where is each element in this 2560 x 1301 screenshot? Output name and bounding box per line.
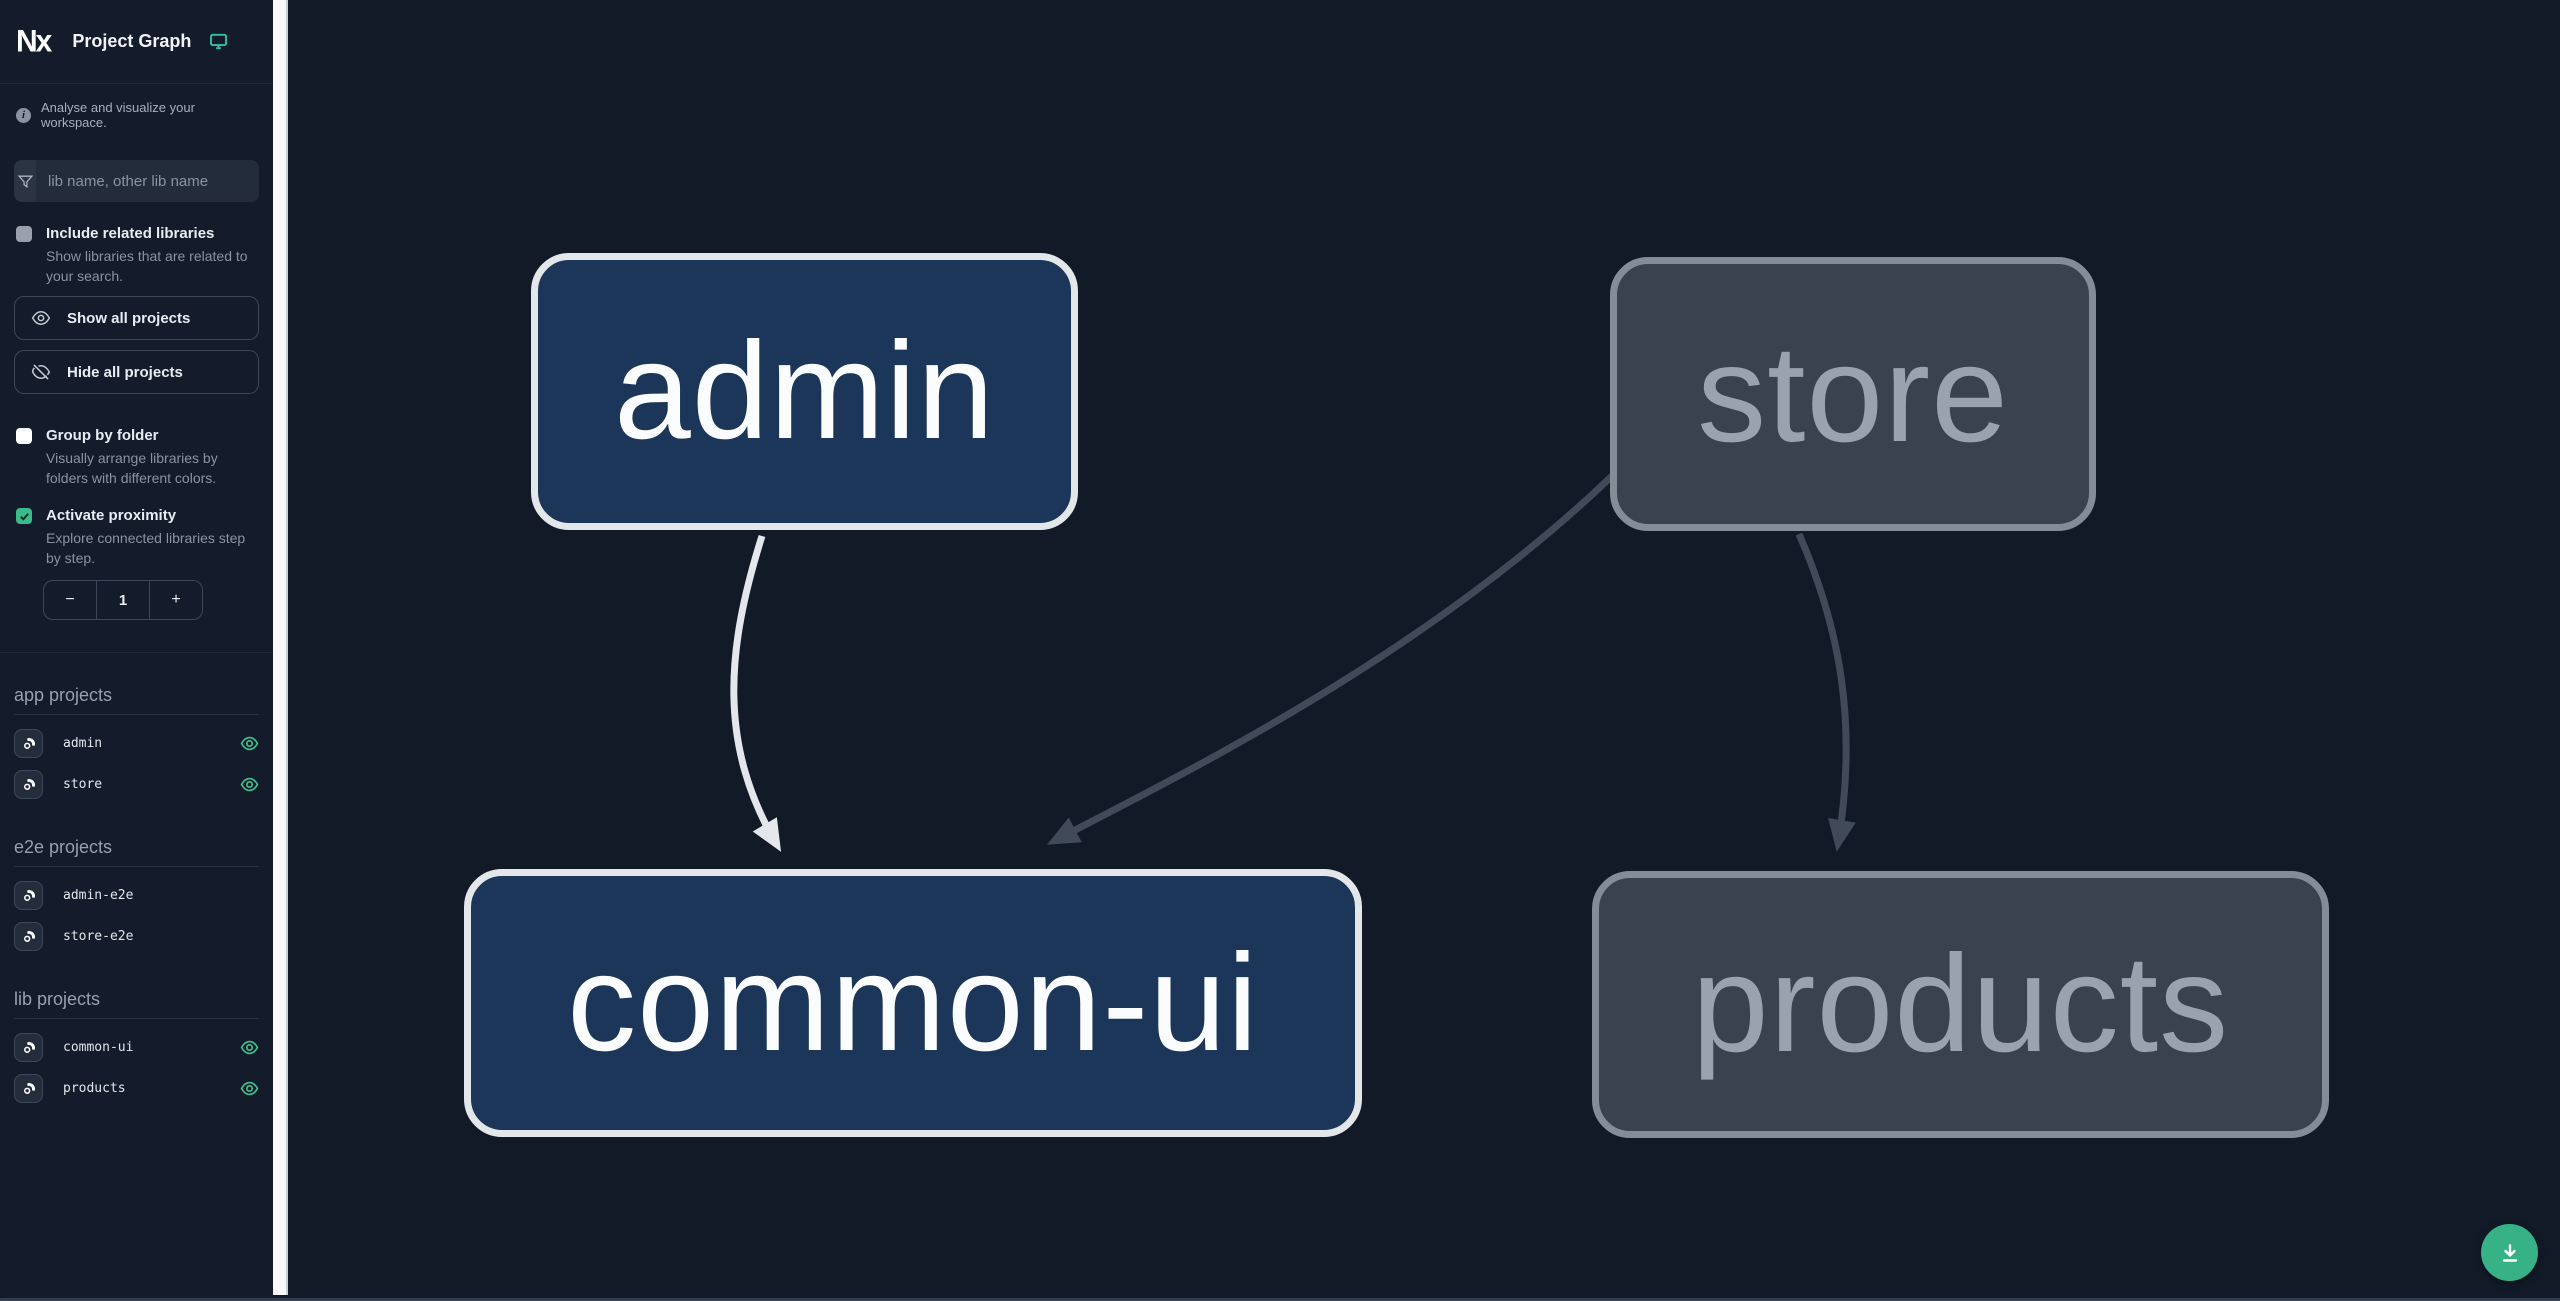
node-label: store	[1697, 316, 2009, 471]
download-icon	[2502, 1243, 2517, 1262]
group-by-folder-row: Group by folder Visually arrange librari…	[0, 426, 273, 488]
include-related-label: Include related libraries	[46, 225, 215, 242]
tagline-row: i Analyse and visualize your workspace.	[0, 84, 273, 130]
activate-proximity-desc: Explore connected libraries step by step…	[46, 530, 246, 566]
activate-proximity-row: Activate proximity Explore connected lib…	[0, 506, 273, 568]
project-row-store-e2e: store-e2e	[14, 916, 259, 957]
eye-icon	[240, 736, 259, 751]
sidebar-scrollbar[interactable]	[273, 0, 288, 1295]
focus-icon	[23, 930, 35, 942]
graph-node-store[interactable]: store	[1610, 257, 2096, 531]
graph-node-admin[interactable]: admin	[531, 253, 1078, 530]
monitor-icon	[210, 33, 228, 50]
activate-proximity-label: Activate proximity	[46, 507, 177, 524]
nx-logo: Nx	[16, 23, 52, 59]
hide-all-projects-button[interactable]: Hide all projects	[14, 350, 259, 394]
section-title: e2e projects	[14, 837, 259, 867]
edge-store-to-products[interactable]	[1795, 532, 1856, 852]
focus-icon	[23, 778, 35, 790]
focus-icon	[23, 1082, 35, 1094]
group-by-folder-checkbox[interactable]	[16, 428, 32, 444]
include-related-row: Include related libraries Show libraries…	[0, 224, 273, 286]
node-label: common-ui	[567, 925, 1259, 1080]
toggle-visibility-button[interactable]	[240, 1038, 259, 1057]
node-label: admin	[614, 314, 995, 468]
funnel-icon	[17, 175, 33, 188]
focus-project-button[interactable]	[14, 1074, 43, 1103]
include-related-checkbox[interactable]	[16, 226, 32, 242]
focus-project-button[interactable]	[14, 881, 43, 910]
section-lib-projects: lib projects common-ui	[0, 989, 273, 1109]
sidebar: Nx Project Graph i Analyse and visualize…	[0, 0, 273, 1301]
show-all-projects-button[interactable]: Show all projects	[14, 296, 259, 340]
focus-project-button[interactable]	[14, 922, 43, 951]
focus-icon	[23, 1041, 35, 1053]
focus-project-button[interactable]	[14, 1033, 43, 1062]
section-app-projects: app projects admin	[0, 685, 273, 805]
filter-input[interactable]	[36, 160, 259, 202]
eye-icon	[31, 310, 51, 326]
project-name: common-ui	[63, 1040, 134, 1055]
proximity-stepper: − 1 +	[43, 580, 203, 620]
eye-icon	[240, 777, 259, 792]
proximity-increment-button[interactable]: +	[171, 591, 181, 608]
filter-icon-cell	[14, 160, 36, 202]
section-e2e-projects: e2e projects admin-e2e store-e2e	[0, 837, 273, 957]
activate-proximity-checkbox[interactable]	[16, 508, 32, 524]
project-row-admin-e2e: admin-e2e	[14, 875, 259, 916]
project-row-store: store	[14, 764, 259, 805]
show-all-projects-label: Show all projects	[67, 309, 191, 327]
hide-all-projects-label: Hide all projects	[67, 363, 183, 381]
include-related-desc: Show libraries that are related to your …	[46, 248, 248, 284]
eye-off-icon	[31, 364, 51, 380]
project-name: store	[63, 777, 103, 792]
toggle-visibility-button[interactable]	[240, 734, 259, 753]
proximity-value: 1	[96, 581, 150, 619]
edge-store-to-common-ui[interactable]	[1046, 473, 1615, 845]
filter-box	[14, 160, 259, 202]
check-icon	[19, 512, 29, 521]
focus-icon	[23, 737, 35, 749]
eye-icon	[240, 1040, 259, 1055]
group-by-folder-desc: Visually arrange libraries by folders wi…	[46, 450, 218, 486]
tagline-text: Analyse and visualize your workspace.	[41, 100, 195, 130]
focus-project-button[interactable]	[14, 729, 43, 758]
edge-admin-to-common-ui[interactable]	[730, 534, 782, 852]
sidebar-divider	[0, 652, 273, 653]
theme-system-button[interactable]	[209, 32, 228, 51]
app-title: Project Graph	[72, 31, 192, 51]
toggle-visibility-button[interactable]	[240, 1079, 259, 1098]
project-name: products	[63, 1081, 126, 1096]
section-title: lib projects	[14, 989, 259, 1019]
focus-icon	[23, 889, 35, 901]
focus-project-button[interactable]	[14, 770, 43, 799]
project-row-admin: admin	[14, 723, 259, 764]
project-row-products: products	[14, 1068, 259, 1109]
project-name: admin	[63, 736, 103, 751]
project-row-common-ui: common-ui	[14, 1027, 259, 1068]
window-bottom-edge	[0, 1298, 2560, 1301]
group-by-folder-label: Group by folder	[46, 427, 159, 444]
node-label: products	[1691, 927, 2230, 1081]
proximity-decrement-button[interactable]: −	[65, 591, 75, 608]
graph-node-common-ui[interactable]: common-ui	[464, 869, 1362, 1137]
info-icon: i	[16, 107, 31, 123]
toggle-visibility-button[interactable]	[240, 775, 259, 794]
download-image-button[interactable]	[2481, 1224, 2538, 1281]
eye-icon	[240, 1081, 259, 1096]
project-name: store-e2e	[63, 929, 134, 944]
project-name: admin-e2e	[63, 888, 134, 903]
graph-node-products[interactable]: products	[1592, 871, 2329, 1138]
section-title: app projects	[14, 685, 259, 715]
sidebar-header: Nx Project Graph	[0, 0, 273, 84]
